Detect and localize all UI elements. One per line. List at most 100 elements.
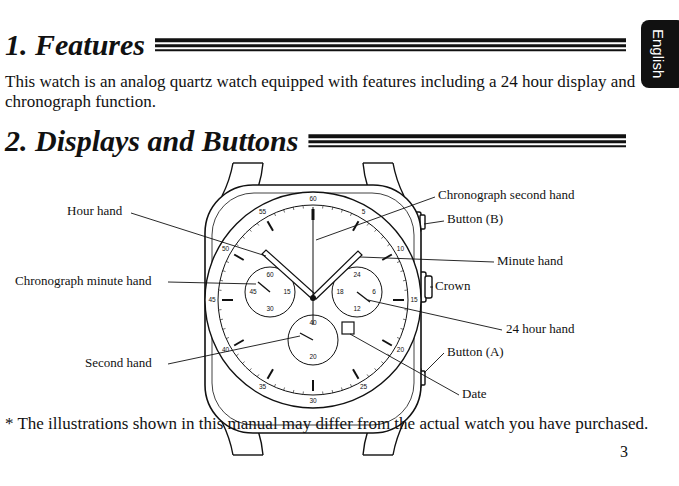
dial-number: 35 [259,384,266,391]
24-hour-hand [357,292,370,302]
dial-number: 30 [309,398,316,405]
chronograph-second-hand [313,207,314,325]
minute-tick [367,374,369,376]
minute-tick [236,354,238,356]
part-label: Minute hand [497,254,563,269]
part-label: Second hand [85,356,152,371]
minute-tick [350,213,351,216]
dial-number: 24 [353,272,360,279]
minute-tick [257,223,259,225]
minute-tick [400,270,403,272]
dial-number: 40 [222,347,229,354]
minute-tick [381,236,383,238]
heading-rule [155,38,626,42]
heading-rule [155,44,626,47]
dial-number: 18 [336,289,343,296]
hour-hand [262,250,315,298]
minute-tick [403,280,406,282]
hour-marker [268,221,274,231]
part-label: Button (A) [447,345,504,360]
intro-paragraph: This watch is an analog quartz watch equ… [5,72,637,111]
hour-marker [382,340,392,346]
minute-tick [274,384,275,387]
hour-marker [234,340,244,346]
part-label: Chronograph minute hand [15,274,151,289]
minute-tick [219,290,222,291]
minute-tick [226,261,229,262]
section-heading: 1. Features [5,28,145,63]
part-label: Button (B) [447,212,503,227]
minute-tick [226,337,229,338]
minute-tick [223,328,226,330]
page-number: 3 [620,443,628,461]
minute-tick [350,384,351,387]
dial-number: 40 [309,320,316,327]
minute-tick [367,223,369,225]
minute-tick [283,387,285,390]
part-label: Date [462,387,487,402]
minute-tick [249,368,251,370]
dial-number: 5 [362,209,366,216]
dial-number: 20 [397,347,404,354]
minute-tick [375,368,377,370]
dial-number: 60 [309,196,316,203]
minute-tick [293,390,295,393]
crown-tip [425,276,432,298]
hour-marker [222,299,233,301]
minute-tick [322,206,323,209]
date-window [342,322,354,334]
bezel [205,192,421,408]
minute-tick [397,337,400,338]
minute-tick [400,328,403,330]
dial-number: 6 [372,289,376,296]
minute-tick [397,261,400,262]
minute-tick [274,213,275,216]
minute-tick [375,229,377,231]
hour-markers [219,206,408,395]
dial-number: 12 [353,306,360,313]
part-label: Crown [435,279,470,294]
part-label: Chronograph second hand [438,188,574,203]
minute-tick [242,362,244,364]
minute-tick [242,236,244,238]
dial-number: 10 [397,246,404,253]
leader-lines [131,197,502,395]
center-pin [310,295,316,301]
dial-number: 60 [266,272,273,279]
minute-tick [220,319,223,321]
hour-marker [234,255,244,261]
minute-tick [257,374,259,376]
watch-case [205,185,421,433]
second-hand [300,333,313,340]
minute-tick [332,390,334,393]
heading-rule [308,145,626,147]
minute-tick [249,229,251,231]
minute-tick [404,309,407,310]
dial-number: 45 [249,289,256,296]
heading-rule [308,140,626,143]
chronograph-minute-hand [258,282,270,292]
minute-tick [303,206,304,209]
minute-tick [220,280,223,282]
hour-marker [393,299,404,301]
hour-marker [353,369,359,379]
minute-tick [219,309,222,310]
language-tab [641,20,679,88]
minute-tick [236,244,238,246]
dial-number: 25 [360,384,367,391]
minute-tick [404,290,407,291]
part-label: Hour hand [67,204,122,219]
dial [218,205,408,395]
minute-tick [403,319,406,321]
minute-tick [387,244,389,246]
dial-number: 30 [266,306,273,313]
minute-tick [303,391,304,394]
part-label: 24 hour hand [506,322,575,337]
hour-marker [312,380,314,391]
heading-rule [308,134,626,138]
dial-number: 15 [283,289,290,296]
minute-hand [313,251,362,299]
hour-marker [268,369,274,379]
hour-marker [382,255,392,261]
